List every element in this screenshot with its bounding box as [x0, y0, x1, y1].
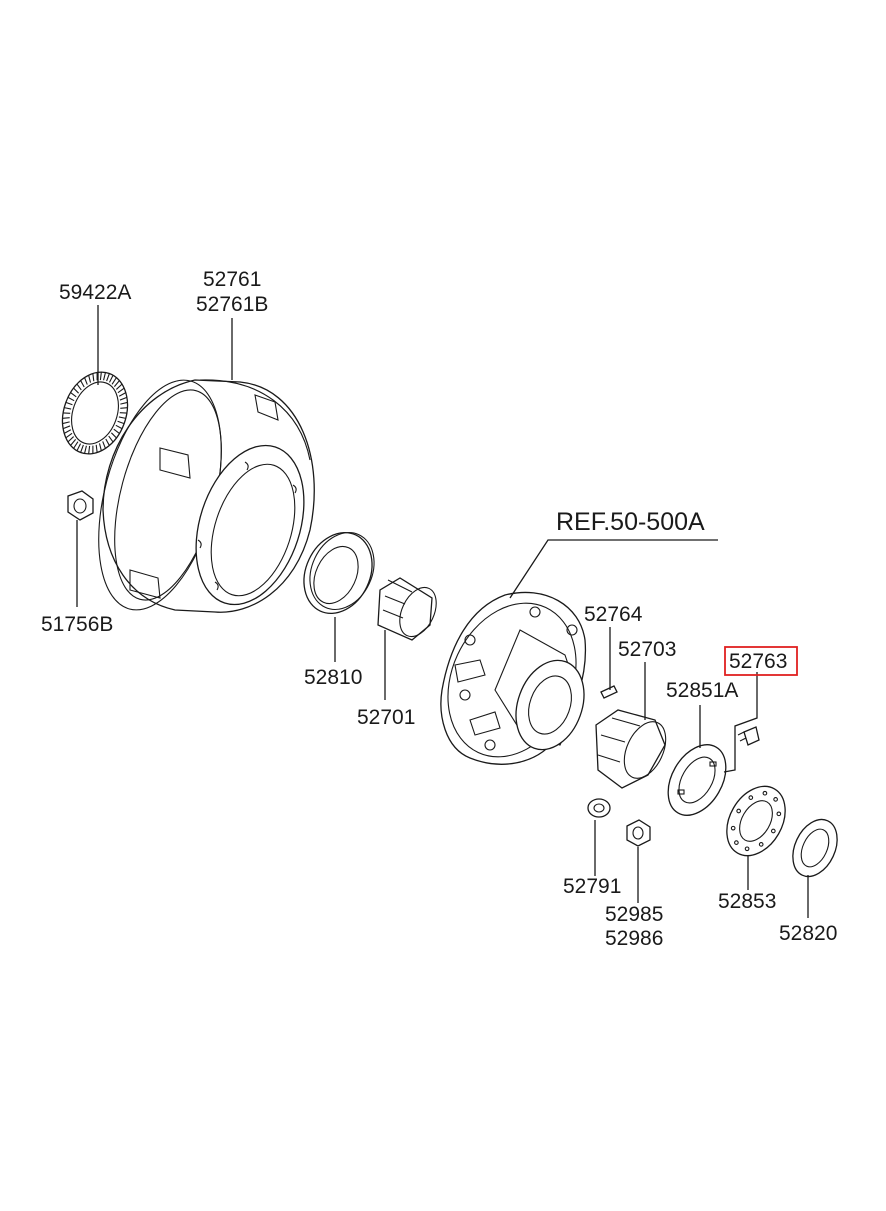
lock-washer-52853[interactable]: [715, 776, 797, 866]
tone-ring-tooth: [80, 380, 85, 388]
label-52763[interactable]: 52763: [729, 650, 787, 673]
label-ref-hub[interactable]: REF.50-500A: [556, 508, 705, 536]
seal-52810[interactable]: [291, 521, 386, 624]
bearing-52701[interactable]: [377, 577, 443, 642]
tone-ring-tooth: [120, 401, 128, 405]
tone-ring-tooth: [118, 416, 126, 419]
tone-ring-tooth: [108, 375, 114, 383]
tone-ring-tooth: [65, 401, 73, 406]
tone-ring-tooth: [62, 417, 70, 419]
tone-ring[interactable]: [52, 363, 139, 463]
retainer-52851a[interactable]: [656, 735, 737, 826]
tone-ring-tooth: [95, 444, 98, 453]
tone-ring-tooth: [106, 373, 110, 382]
washer-hole: [758, 842, 764, 847]
label-52791[interactable]: 52791: [563, 875, 621, 898]
tone-ring-tooth: [119, 396, 128, 401]
tone-ring-tooth: [117, 420, 125, 425]
tone-ring-tooth: [76, 443, 82, 451]
tone-ring-tooth: [67, 396, 75, 402]
tone-ring-tooth: [102, 441, 106, 449]
washer-hole: [773, 797, 778, 802]
tone-ring-tooth: [111, 377, 117, 385]
nut-52985[interactable]: [626, 819, 651, 847]
label-52986[interactable]: 52986: [605, 927, 663, 950]
washer-hole: [730, 825, 736, 831]
nut-51756b[interactable]: [67, 490, 94, 521]
tone-ring-tooth: [73, 387, 80, 394]
tone-ring-tooth: [118, 392, 127, 397]
tone-ring-tooth: [65, 432, 73, 439]
brake-drum[interactable]: [76, 367, 323, 623]
tone-ring-tooth: [64, 407, 72, 410]
tone-ring-tooth: [62, 421, 70, 425]
washer-hole: [744, 846, 750, 852]
washer-hole: [736, 808, 742, 814]
washer-hole: [734, 840, 739, 845]
tone-ring-tooth: [108, 435, 114, 443]
label-52761[interactable]: 52761: [203, 268, 261, 291]
tone-ring-tooth: [70, 392, 77, 398]
label-52761b[interactable]: 52761B: [196, 293, 268, 316]
label-52853[interactable]: 52853: [718, 890, 776, 913]
washer-hole: [770, 828, 776, 834]
label-51756b[interactable]: 51756B: [41, 613, 113, 636]
label-59422a[interactable]: 59422A: [59, 281, 131, 304]
label-52764[interactable]: 52764: [584, 603, 643, 626]
tone-ring-tooth: [63, 429, 72, 434]
pin-52764[interactable]: [600, 685, 618, 699]
label-52701[interactable]: 52701: [357, 706, 415, 729]
tone-ring-tooth: [84, 377, 88, 385]
tone-ring-tooth: [120, 407, 128, 409]
tone-ring-tooth: [70, 439, 77, 446]
tone-ring-tooth: [92, 373, 95, 382]
label-52703[interactable]: 52703: [618, 638, 676, 661]
tone-ring-tooth: [80, 444, 84, 453]
tone-ring-tooth: [113, 380, 120, 387]
label-52851a[interactable]: 52851A: [666, 679, 738, 702]
tone-ring-tooth: [105, 438, 110, 446]
tone-ring-tooth: [110, 432, 117, 439]
tone-ring-tooth: [67, 436, 75, 443]
label-52810[interactable]: 52810: [304, 666, 362, 689]
leader-lines: [76, 305, 809, 918]
washer-hole: [748, 795, 754, 800]
tone-ring-tooth: [113, 428, 120, 434]
tone-ring-tooth: [88, 375, 92, 383]
tone-ring-tooth: [115, 424, 123, 430]
label-52820[interactable]: 52820: [779, 922, 837, 945]
tone-ring-tooth: [99, 372, 102, 381]
tone-ring-tooth: [76, 383, 82, 391]
highlight-box: [724, 646, 798, 676]
tone-ring-tooth: [62, 425, 71, 430]
tone-ring-tooth: [98, 443, 102, 451]
seal-52820[interactable]: [784, 812, 846, 883]
wheel-hub[interactable]: [424, 582, 600, 778]
tone-ring-tooth: [115, 383, 123, 390]
bolt-52763[interactable]: [737, 726, 760, 746]
washer-hole: [776, 811, 782, 817]
tone-ring-tooth: [73, 441, 79, 449]
tone-ring-tooth: [88, 445, 91, 454]
label-52985[interactable]: 52985: [605, 903, 663, 926]
bearing-52703[interactable]: [595, 709, 674, 789]
washer-hole: [762, 790, 768, 796]
nut-52791[interactable]: [587, 798, 611, 818]
tone-ring-tooth: [84, 445, 87, 454]
tone-ring-tooth: [103, 372, 106, 381]
tone-ring-tooth: [117, 387, 125, 394]
